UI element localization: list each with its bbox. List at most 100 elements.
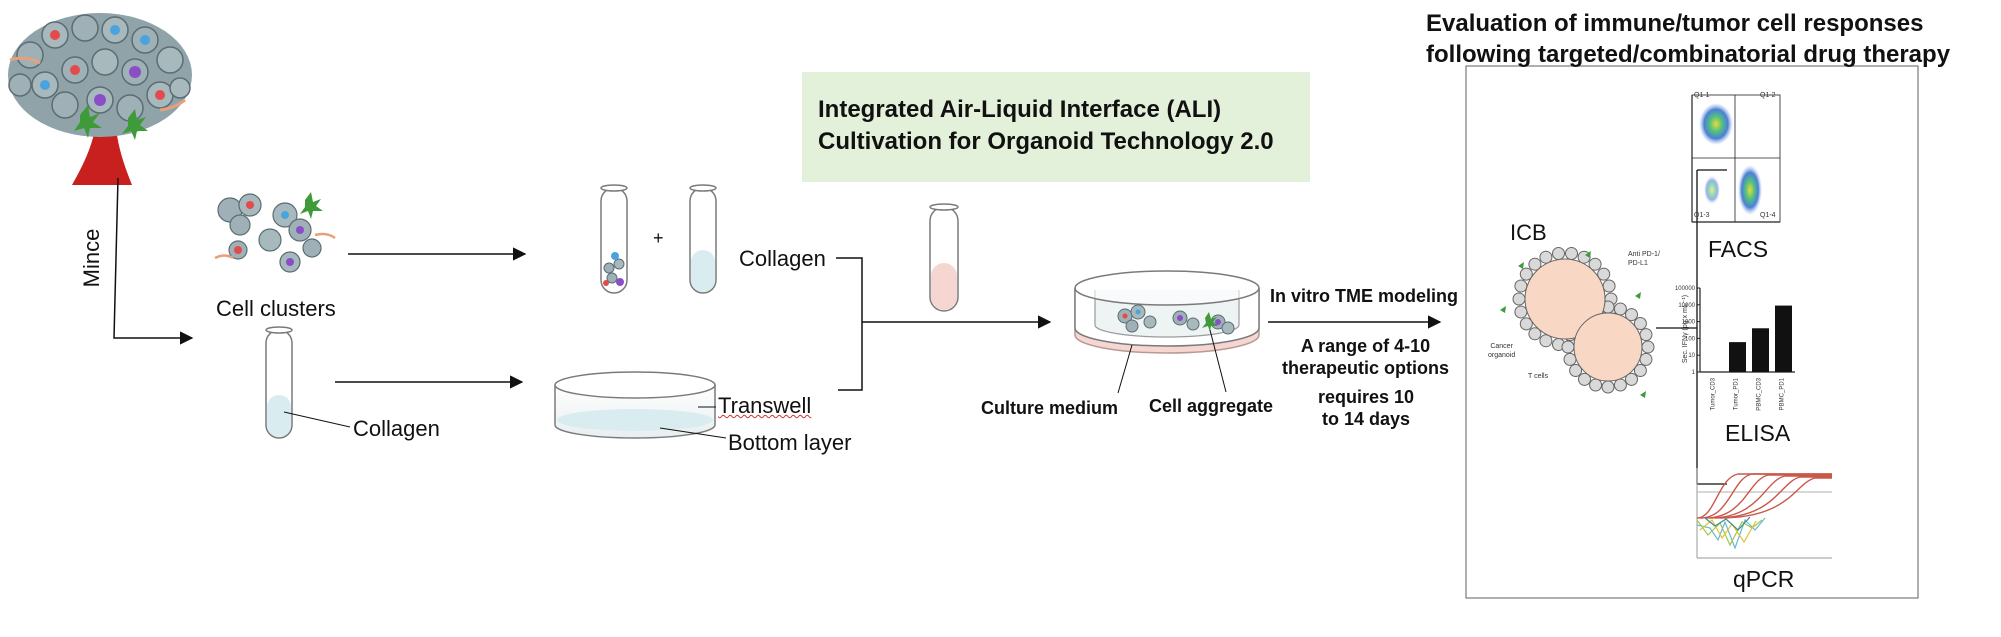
elisa-ylabel: Sec. IFNγ (pg x mL⁻¹) — [1682, 294, 1689, 364]
icb-tcells-label: T cells — [1528, 373, 1549, 380]
t-cell-icon — [1528, 327, 1542, 341]
cell-aggregate-leader — [1209, 329, 1227, 393]
assay-bracket — [1656, 169, 1727, 485]
qpcr-label: qPCR — [1733, 566, 1795, 592]
t-cell-icon — [1633, 364, 1647, 377]
facs-population-1 — [1699, 103, 1733, 145]
qpcr-curve-5 — [1714, 476, 1832, 519]
days-line-1: requires 10 — [1318, 387, 1415, 407]
facs-plot — [1691, 94, 1781, 223]
t-cell-icon — [1512, 292, 1526, 306]
icb-antibody-line-1: Anti PD-1/ — [1628, 251, 1660, 258]
icb-cancer-label: Cancer organoid — [1488, 342, 1515, 360]
elisa-tick-label: 1 — [1692, 370, 1696, 376]
icb-antibody-label: Anti PD-1/ PD-L1 — [1628, 250, 1660, 268]
t-cell-icon — [1514, 279, 1528, 293]
t-cell-icon — [1589, 378, 1603, 392]
elisa-tick-label: 100000 — [1675, 286, 1696, 292]
facs-quadrant-q4: Q1-4 — [1760, 212, 1776, 219]
elisa-category-label: PBMC_PD1 — [1780, 377, 1786, 410]
t-cell-icon — [1639, 352, 1653, 366]
t-cell-icon — [1528, 257, 1542, 271]
qpcr-curve-3 — [1704, 474, 1832, 519]
elisa-bar-PBMC_PD1 — [1775, 305, 1792, 372]
t-cell-icon — [1519, 267, 1533, 281]
elisa-category-label: PBMC_CD3 — [1757, 377, 1763, 410]
t-cell-icon — [1601, 380, 1615, 394]
icb-label: ICB — [1510, 220, 1547, 245]
qpcr-curve-4 — [1709, 475, 1832, 519]
transwell-label: Transwell — [718, 393, 812, 418]
facs-population-3 — [1704, 176, 1720, 204]
elisa-tick-label: 1000 — [1682, 320, 1696, 326]
plus-sign: + — [653, 228, 664, 248]
t-cell-icon — [1597, 267, 1611, 281]
t-cell-icon — [1639, 328, 1653, 342]
icb-organoid-illustration — [1500, 247, 1655, 398]
facs-quadrant-q1: Q1-1 — [1694, 92, 1710, 99]
t-cell-icon — [1514, 305, 1528, 319]
collagen-label-left: Collagen — [353, 416, 440, 441]
icb-antibody-line-2: PD-L1 — [1628, 260, 1648, 267]
banner-line-1: Integrated Air-Liquid Interface (ALI) — [818, 96, 1222, 123]
qpcr-curve-6 — [1719, 477, 1832, 519]
elisa-bar-PBMC_CD3 — [1752, 328, 1769, 372]
t-cell-icon — [1539, 250, 1553, 264]
cell-clusters-label: Cell clusters — [216, 296, 336, 321]
merge-bracket — [836, 257, 863, 391]
t-cell-icon — [1625, 372, 1638, 386]
facs-population-2 — [1738, 165, 1762, 215]
medium-tube-illustration — [929, 203, 959, 312]
facs-quadrant-q3: Q1-3 — [1694, 212, 1710, 219]
cell-aggregate-label: Cell aggregate — [1149, 396, 1274, 416]
icb-cancer-line-1: Cancer — [1490, 343, 1513, 350]
options-line-2: therapeutic options — [1282, 358, 1450, 378]
mince-arrow — [113, 177, 194, 345]
elisa-tick-label: 100 — [1685, 336, 1696, 342]
t-cell-icon — [1641, 340, 1655, 354]
t-cell-icon — [1539, 334, 1553, 348]
evaluation-panel — [1465, 65, 1919, 599]
t-cell-icon — [1602, 279, 1616, 293]
t-cell-icon — [1633, 317, 1647, 330]
t-cell-icon — [1578, 372, 1591, 386]
transwell-dish-illustration — [554, 371, 716, 439]
tumor-stalk-icon — [72, 95, 132, 185]
tumor-tissue-illustration — [8, 13, 192, 185]
bottom-layer-label: Bottom layer — [728, 430, 852, 455]
t-cell-icon — [1613, 302, 1627, 316]
elisa-tick-label: 10000 — [1678, 303, 1695, 309]
elisa-label: ELISA — [1725, 420, 1791, 446]
cell-clusters-illustration — [214, 192, 336, 273]
cell-tube-illustration — [600, 184, 628, 294]
t-cell-icon — [1563, 352, 1577, 366]
t-cell-icon — [1561, 340, 1575, 354]
icb-cancer-line-2: organoid — [1488, 352, 1516, 359]
t-cell-icon — [1552, 247, 1565, 260]
collagen-tube-top-illustration — [689, 184, 717, 294]
tme-modeling-label: In vitro TME modeling — [1270, 286, 1458, 306]
facs-label: FACS — [1708, 236, 1769, 262]
cancer-organoid-icon — [1524, 258, 1606, 340]
t-cell-icon — [1613, 378, 1627, 392]
collagen-label-top: Collagen — [739, 246, 826, 271]
qpcr-plot — [1696, 468, 1832, 559]
elisa-bar-Tumor_PD1 — [1729, 342, 1746, 372]
duration-label: requires 10 to 14 days — [1318, 386, 1414, 430]
ali-title-banner: Integrated Air-Liquid Interface (ALI) Cu… — [802, 72, 1310, 182]
qpcr-curve-1 — [1696, 473, 1832, 519]
t-cell-icon — [1519, 317, 1533, 331]
elisa-category-label: Tumor_CD3 — [1711, 377, 1717, 410]
options-line-1: A range of 4-10 — [1300, 336, 1431, 356]
facs-quadrant-q2: Q1-2 — [1760, 92, 1776, 99]
collagen-tube-leader — [283, 411, 351, 428]
culture-medium-label: Culture medium — [981, 398, 1119, 418]
t-cell-icon — [1588, 257, 1602, 271]
immune-cells-icon — [9, 25, 186, 140]
evaluation-line-1: Evaluation of immune/tumor cell response… — [1426, 10, 1924, 37]
cancer-organoid-icon-2 — [1573, 312, 1643, 382]
evaluation-title: Evaluation of immune/tumor cell response… — [1426, 8, 1950, 70]
bottom-layer-leader — [659, 427, 727, 439]
collagen-tube-illustration — [265, 326, 293, 439]
